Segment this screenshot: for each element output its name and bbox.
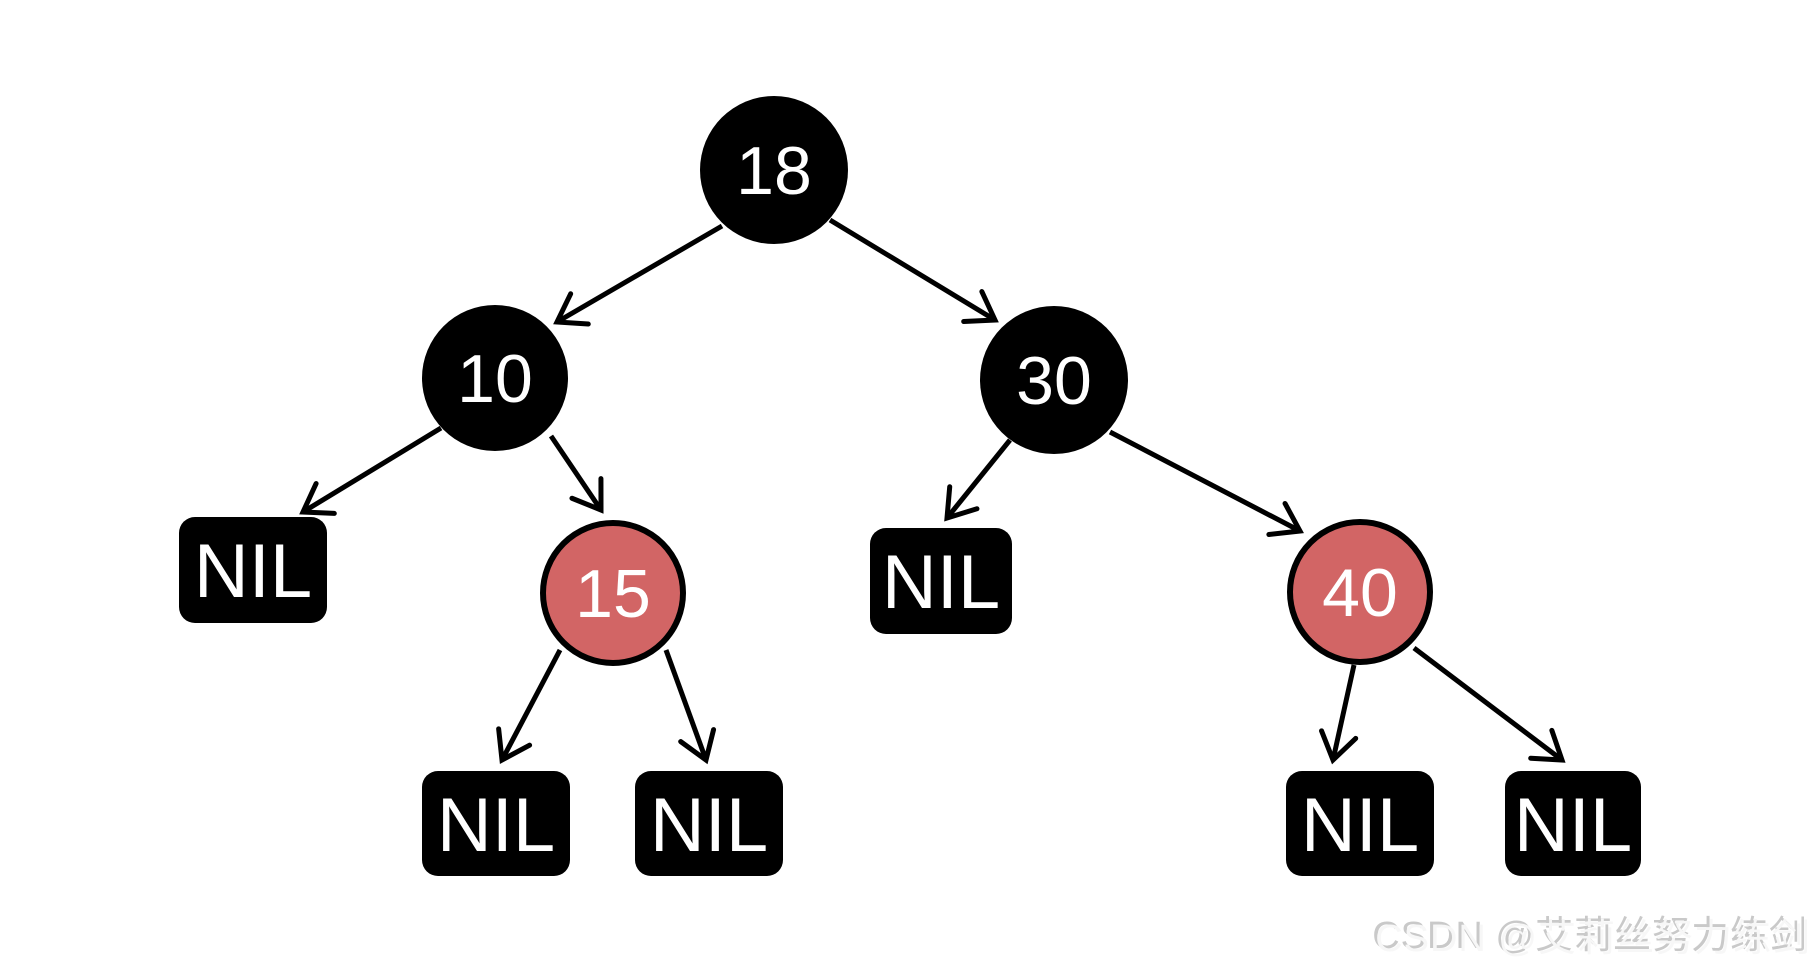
edge-40-to-nil-right <box>1412 646 1566 763</box>
node-circle-30 <box>980 306 1128 454</box>
nil-label: NIL <box>437 783 555 868</box>
nil-label: NIL <box>1301 783 1419 868</box>
node-label-10: 10 <box>457 341 533 417</box>
node-circle-40 <box>1287 519 1433 665</box>
nil-box <box>870 528 1012 634</box>
edge-18-to-10 <box>553 223 724 327</box>
watermark-text: CSDN @艾莉丝努力练剑 <box>1375 918 1811 960</box>
nil-label: NIL <box>1514 783 1632 868</box>
edge-10-to-nil-left <box>299 425 443 516</box>
tree-node-10: 10 <box>422 305 568 451</box>
tree-node-15: 15 <box>540 520 686 666</box>
nil-box <box>179 517 327 623</box>
node-label-30: 30 <box>1016 343 1092 419</box>
node-label-40: 40 <box>1322 555 1398 631</box>
edges-group <box>299 217 1566 765</box>
edge-10-to-15 <box>548 434 604 514</box>
nil-leaf-40-right: NIL <box>1505 771 1641 876</box>
nil-leaf-15-left: NIL <box>422 771 570 876</box>
edge-40-to-nil-left <box>1319 664 1359 765</box>
nil-label: NIL <box>194 529 312 614</box>
nil-box <box>635 771 783 876</box>
node-circle-15 <box>540 520 686 666</box>
watermark-shadow-text: CSDN @艾莉丝努力练剑 <box>1372 915 1808 957</box>
node-label-15: 15 <box>575 556 651 632</box>
nil-leaf-10-left: NIL <box>179 517 327 623</box>
nil-leaf-30-left: NIL <box>870 528 1012 634</box>
nil-box <box>422 771 570 876</box>
nil-box <box>1286 771 1434 876</box>
nil-box <box>1505 771 1641 876</box>
edge-30-to-nil-left <box>944 438 1012 522</box>
watermark: CSDN @艾莉丝努力练剑 CSDN @艾莉丝努力练剑 <box>1372 915 1811 960</box>
nil-leaf-40-left: NIL <box>1286 771 1434 876</box>
nil-leaf-15-right: NIL <box>635 771 783 876</box>
nil-leaves-group: NIL NIL NIL NIL NIL NIL <box>179 517 1641 876</box>
tree-nodes-group: 18 10 30 15 40 <box>422 96 1433 666</box>
tree-node-30: 30 <box>980 306 1128 454</box>
tree-node-18: 18 <box>700 96 848 244</box>
tree-node-40: 40 <box>1287 519 1433 665</box>
node-circle-10 <box>422 305 568 451</box>
edge-15-to-nil-left <box>496 648 563 764</box>
edge-18-to-30 <box>828 217 999 324</box>
edge-15-to-nil-right <box>663 649 717 765</box>
node-circle-18 <box>700 96 848 244</box>
edge-30-to-40 <box>1108 429 1304 538</box>
node-label-18: 18 <box>736 133 812 209</box>
nil-label: NIL <box>650 783 768 868</box>
nil-label: NIL <box>882 540 1000 625</box>
